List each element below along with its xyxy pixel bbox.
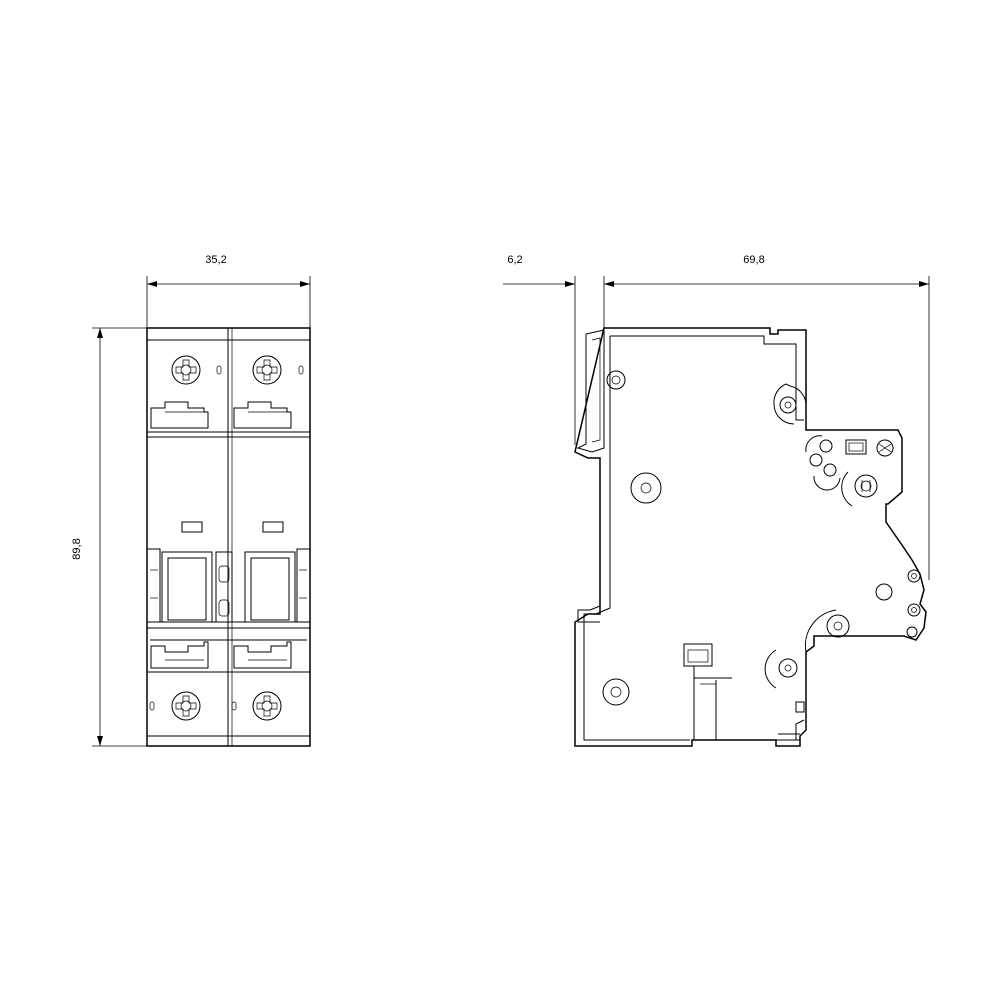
- front-height-label: 89,8: [71, 538, 83, 559]
- screw-icon: [252, 691, 282, 721]
- screw-icon: [252, 355, 282, 385]
- side-offset-label: 6,2: [507, 254, 522, 266]
- din-rail-clip: [576, 329, 605, 623]
- front-height-dimension: 89,8: [71, 327, 147, 747]
- mechanism-holes: [805, 435, 841, 491]
- label-window: [262, 521, 284, 533]
- screw-icon: [171, 691, 201, 721]
- mounting-hole: [804, 609, 850, 653]
- latch-tab: [795, 701, 805, 713]
- mounting-hole: [630, 472, 662, 504]
- test-slot: [683, 643, 732, 740]
- handle-link: [215, 551, 233, 623]
- mounting-hole: [602, 678, 630, 706]
- top-terminals: [147, 355, 310, 438]
- front-width-label: 35,2: [205, 254, 226, 266]
- bottom-terminals: [147, 641, 310, 721]
- trip-mechanism: [841, 471, 878, 507]
- mounting-hole: [779, 396, 797, 414]
- screw-icon: [876, 439, 894, 457]
- side-body-outline: [574, 327, 927, 747]
- front-width-dimension: 35,2: [146, 254, 311, 330]
- side-offset-dimension: 6,2: [503, 254, 614, 445]
- front-view: 35,2 89,8: [71, 254, 311, 747]
- edge-knob: [906, 569, 921, 638]
- mounting-hole: [875, 583, 893, 601]
- toggle-handles: [147, 548, 310, 641]
- screw-icon: [171, 355, 201, 385]
- status-window: [845, 439, 867, 455]
- label-window: [181, 521, 203, 533]
- side-inner-outline: [583, 335, 805, 741]
- side-depth-dimension: 69,8: [604, 254, 930, 580]
- side-depth-label: 69,8: [743, 254, 764, 266]
- mounting-hole: [764, 649, 798, 689]
- mounting-hole: [606, 370, 626, 390]
- side-view: 6,2 69,8: [503, 254, 930, 747]
